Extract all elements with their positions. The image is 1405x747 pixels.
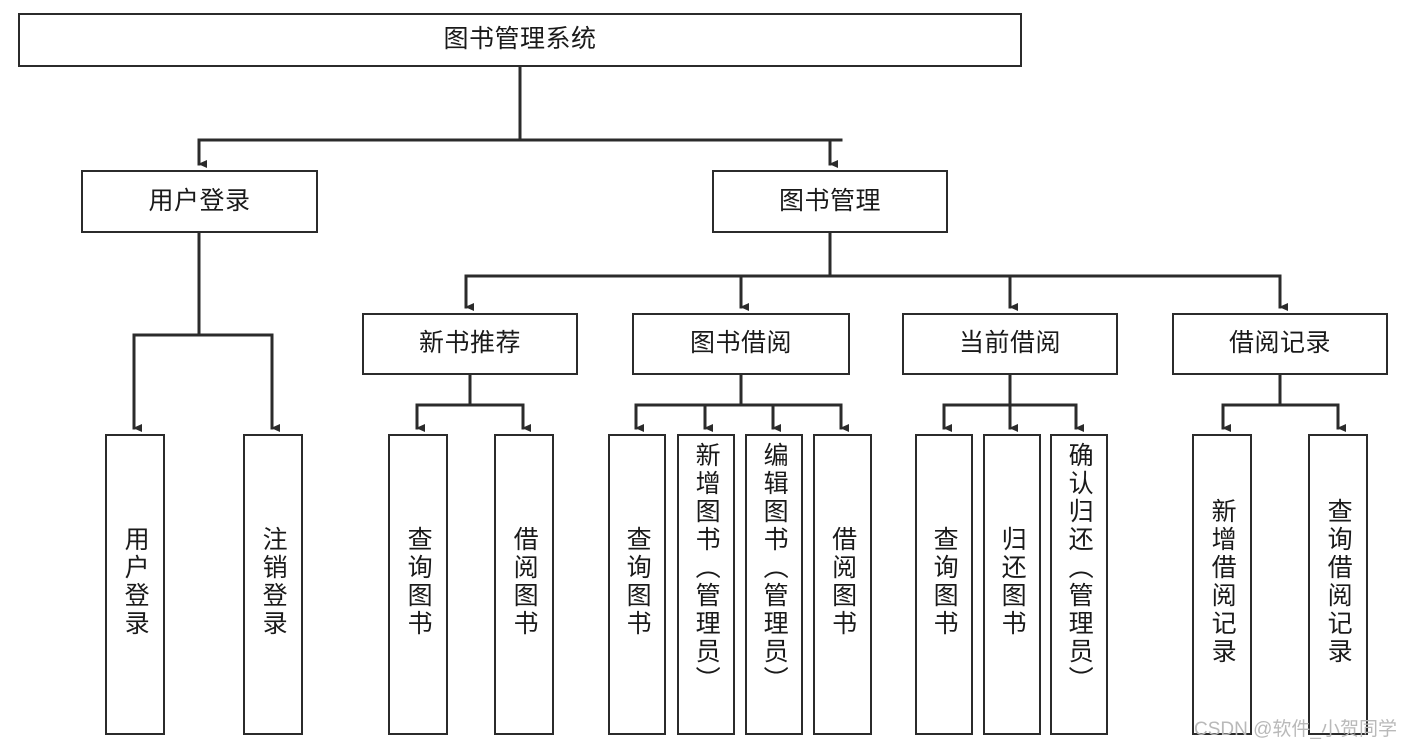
node-label: 确认归还（管理员） <box>1065 442 1094 694</box>
node-leaf-add-book-admin[interactable]: 新增图书（管理员） <box>677 434 735 735</box>
node-leaf-user-login[interactable]: 用户登录 <box>105 434 165 735</box>
node-label: 图书管理系统 <box>443 25 597 54</box>
node-user-login[interactable]: 用户登录 <box>81 170 318 233</box>
node-label: 新增图书（管理员） <box>692 442 721 694</box>
node-label: 注销登录 <box>259 526 288 638</box>
node-leaf-query-book-borrow[interactable]: 查询图书 <box>608 434 666 735</box>
node-leaf-confirm-return-admin[interactable]: 确认归还（管理员） <box>1050 434 1108 735</box>
node-leaf-query-borrow-record[interactable]: 查询借阅记录 <box>1308 434 1368 735</box>
node-label: 查询图书 <box>623 526 652 638</box>
node-label: 图书管理 <box>778 186 881 215</box>
node-label: 借阅图书 <box>510 526 539 638</box>
node-label: 新增借阅记录 <box>1208 498 1237 666</box>
node-current-borrow[interactable]: 当前借阅 <box>902 313 1118 375</box>
watermark-text: CSDN @软件_小贺同学 <box>1194 719 1397 740</box>
node-book-borrow[interactable]: 图书借阅 <box>632 313 850 375</box>
node-leaf-edit-book-admin[interactable]: 编辑图书（管理员） <box>745 434 803 735</box>
node-leaf-borrow-book[interactable]: 借阅图书 <box>813 434 872 735</box>
node-label: 新书推荐 <box>418 329 521 358</box>
node-label: 图书借阅 <box>689 329 792 358</box>
node-book-management[interactable]: 图书管理 <box>712 170 948 233</box>
node-leaf-logout[interactable]: 注销登录 <box>243 434 303 735</box>
node-label: 查询借阅记录 <box>1324 498 1353 666</box>
node-leaf-query-book-recommend[interactable]: 查询图书 <box>388 434 448 735</box>
node-label: 归还图书 <box>998 526 1027 638</box>
node-leaf-add-borrow-record[interactable]: 新增借阅记录 <box>1192 434 1252 735</box>
node-label: 借阅记录 <box>1228 329 1331 358</box>
node-leaf-return-book[interactable]: 归还图书 <box>983 434 1041 735</box>
node-root-system[interactable]: 图书管理系统 <box>18 13 1022 67</box>
node-label: 借阅图书 <box>828 526 857 638</box>
node-new-book-recommend[interactable]: 新书推荐 <box>362 313 578 375</box>
node-leaf-borrow-book-recommend[interactable]: 借阅图书 <box>494 434 554 735</box>
node-label: 编辑图书（管理员） <box>760 442 789 694</box>
node-label: 当前借阅 <box>958 329 1061 358</box>
node-label: 用户登录 <box>148 186 251 215</box>
node-borrow-record[interactable]: 借阅记录 <box>1172 313 1388 375</box>
node-label: 查询图书 <box>404 526 433 638</box>
node-label: 查询图书 <box>930 526 959 638</box>
node-leaf-query-book-current[interactable]: 查询图书 <box>915 434 973 735</box>
node-label: 用户登录 <box>121 526 150 638</box>
